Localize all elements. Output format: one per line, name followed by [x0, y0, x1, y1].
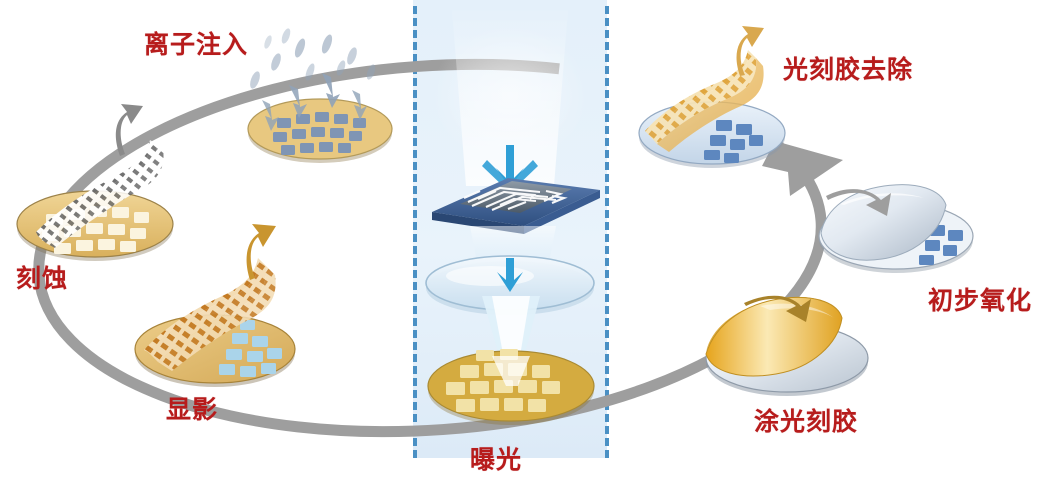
label-development: 显影: [166, 395, 219, 424]
label-ion-implantation: 离子注入: [144, 30, 249, 59]
removal-die-grid: [704, 120, 763, 163]
label-initial-oxidation: 初步氧化: [928, 286, 1033, 315]
stage-etching: [16, 104, 174, 261]
label-exposure: 曝光: [470, 445, 523, 474]
exposure-light-arrow-lens: [497, 258, 523, 292]
stage-photoresist-removal: [638, 26, 786, 168]
label-photoresist-coating: 涂光刻胶: [754, 407, 859, 436]
label-etching: 刻蚀: [16, 264, 69, 293]
stage-initial-oxidation: [818, 184, 974, 273]
development-die-grid: [219, 320, 282, 377]
label-photoresist-removal: 光刻胶去除: [783, 55, 914, 84]
flow-ring: [33, 58, 827, 438]
photomask-pattern: [460, 181, 572, 213]
ion-beam-arrows: [250, 28, 376, 131]
dashed-divider-right: [605, 6, 609, 458]
stage-exposure: [425, 10, 600, 425]
dashed-divider-left: [413, 6, 417, 458]
flow-arrowhead-main: [762, 141, 843, 196]
stage-photoresist-coating: [705, 295, 869, 396]
implantation-die-grid: [273, 112, 366, 155]
stage-ion-implantation: [247, 28, 393, 163]
oxidation-die-grid: [919, 225, 963, 265]
stage-development: [134, 224, 296, 387]
